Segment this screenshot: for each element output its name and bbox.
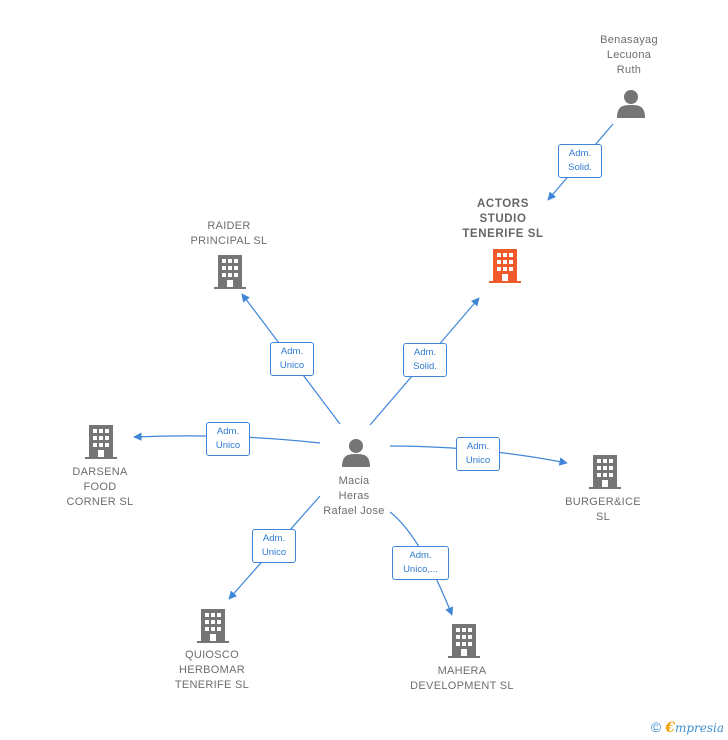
node-label-macia[interactable]: Macia Heras Rafael Jose (323, 475, 385, 517)
node-label-benasayag[interactable]: Benasayag Lecuona Ruth (600, 34, 658, 76)
brand-name: mpresia (674, 721, 724, 735)
edge-label-macia-actors: Adm. Solid. (403, 343, 447, 377)
node-label-actors[interactable]: ACTORS STUDIO TENERIFE SL (462, 198, 544, 240)
building-icon-darsena[interactable] (85, 425, 117, 459)
building-icon-mahera[interactable] (448, 624, 480, 658)
edge-label-macia-quiosco: Adm. Unico (252, 529, 296, 563)
person-icon-benasayag[interactable] (617, 90, 645, 118)
building-icon-quiosco[interactable] (197, 609, 229, 643)
building-icon-raider[interactable] (214, 255, 246, 289)
person-icon-macia[interactable] (342, 439, 370, 467)
building-icon-burger[interactable] (589, 455, 621, 489)
node-label-mahera[interactable]: MAHERA DEVELOPMENT SL (410, 665, 514, 692)
node-label-burger[interactable]: BURGER&ICE SL (565, 496, 641, 523)
building-icon-actors[interactable] (489, 249, 521, 283)
edge-label-macia-darsena: Adm. Unico (206, 422, 250, 456)
node-label-quiosco[interactable]: QUIOSCO HERBOMAR TENERIFE SL (174, 649, 250, 691)
brand-logo-initial: € (665, 720, 675, 736)
edge-label-macia-mahera: Adm. Unico,... (392, 546, 449, 580)
node-label-raider[interactable]: RAIDER PRINCIPAL SL (190, 220, 268, 247)
node-label-darsena[interactable]: DARSENA FOOD CORNER SL (66, 466, 134, 508)
copyright-icon: © (650, 719, 662, 735)
edge-label-macia-raider: Adm. Unico (270, 342, 314, 376)
footer-credit[interactable]: ©€mpresia (651, 719, 724, 736)
edge-label-macia-burger: Adm. Unico (456, 437, 500, 471)
edge-label-benasayag-actors: Adm. Solid. (558, 144, 602, 178)
